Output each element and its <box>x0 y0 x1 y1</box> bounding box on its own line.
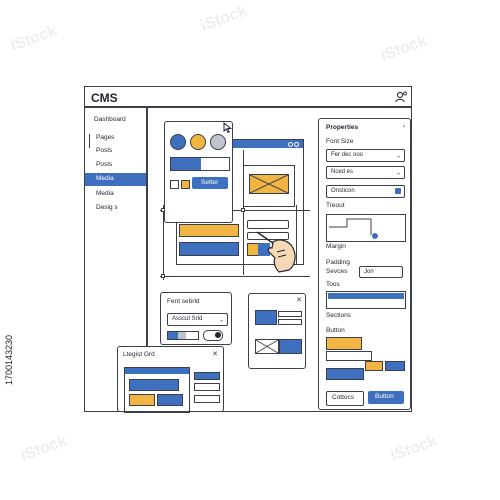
property-select-1[interactable]: Fer dec ooo ⌄ <box>326 149 405 162</box>
grid-popup: Ltegist Grd ✕ <box>117 346 224 413</box>
canvas-block-blue-2[interactable] <box>258 243 270 256</box>
color-swatch-blue[interactable] <box>170 134 186 150</box>
property-select-3[interactable]: Onsticon <box>326 185 405 198</box>
canvas-window-controls <box>288 142 300 147</box>
user-gear-icon[interactable] <box>395 90 407 103</box>
spacing-label: Sevces <box>326 268 348 275</box>
layout-node-handle[interactable] <box>371 232 379 240</box>
close-icon[interactable]: ✕ <box>212 351 218 358</box>
hand-pen-icon <box>255 228 301 274</box>
padding-label: Padding <box>326 259 350 266</box>
select-toggle-icon <box>395 188 401 194</box>
image-placeholder-card[interactable] <box>243 165 295 207</box>
grid-popup-window <box>124 367 190 413</box>
guide-line-v1 <box>163 205 164 280</box>
style-apply-label: Setter <box>201 179 219 186</box>
layout-connector <box>329 218 375 236</box>
sidebar-item-posts[interactable]: Posts <box>96 147 113 154</box>
font-popup: Fent sebrld Asscut Srld ⌄ <box>160 292 232 345</box>
property-select-2[interactable]: Nced es ⌄ <box>326 166 405 179</box>
sidebar-item-posts-2[interactable]: Posts <box>96 161 113 168</box>
layout-diagram[interactable] <box>326 214 406 242</box>
style-bar[interactable] <box>170 157 230 171</box>
cursor-arrow-icon <box>223 120 233 134</box>
style-apply-button[interactable]: Setter <box>192 177 228 189</box>
properties-title: Properties <box>326 124 359 131</box>
section-block-yellow[interactable] <box>326 337 362 350</box>
margin-label: Margin <box>326 243 346 250</box>
canvas-block-yellow-1[interactable] <box>179 224 239 237</box>
card-preview-line <box>278 311 302 317</box>
color-swatch-gray[interactable] <box>210 134 226 150</box>
sidebar-item-media[interactable]: Media <box>96 190 114 197</box>
canvas-titlebar <box>177 140 303 148</box>
property-select-2-value: Nced es <box>331 169 354 175</box>
tools-label: Toos <box>326 281 340 288</box>
sidebar-divider <box>146 106 148 412</box>
property-select-3-value: Onsticon <box>331 188 355 194</box>
canvas-block-input-1[interactable] <box>247 220 289 229</box>
header-divider <box>84 106 412 108</box>
close-icon[interactable]: ✕ <box>296 297 302 304</box>
spacing-input-value: Jon <box>364 269 374 275</box>
sections-label: Sections <box>326 312 351 319</box>
card-preview-image <box>255 310 277 325</box>
guide-line-v3 <box>296 205 297 265</box>
guide-line-h1 <box>160 210 310 211</box>
image-icon <box>249 174 289 194</box>
watermark-id: 1700143230 <box>4 334 14 385</box>
sidebar-item-media-active[interactable]: Media <box>85 173 146 186</box>
color-swatch-yellow[interactable] <box>190 134 206 150</box>
style-panel: Setter <box>164 121 233 223</box>
property-select-1-value: Fer dec ooo <box>331 152 364 158</box>
grid-popup-row[interactable] <box>194 395 220 403</box>
app-title: CMS <box>91 91 118 105</box>
chevron-down-icon: ⌄ <box>395 170 401 176</box>
grid-popup-row[interactable] <box>194 383 220 391</box>
selection-handle[interactable] <box>161 274 165 278</box>
chevron-right-icon[interactable]: › <box>402 123 405 130</box>
sidebar-item-pages[interactable]: Pages <box>96 134 115 141</box>
selection-handle[interactable] <box>241 208 245 212</box>
sidebar-item-dashboard[interactable]: Dashboard <box>94 116 126 123</box>
grid-popup-title: Ltegist Grd <box>123 351 155 358</box>
section-block-blue[interactable] <box>326 368 364 380</box>
primary-button-label: Button <box>375 393 394 400</box>
cancel-button-label: Cottocs <box>332 394 355 401</box>
font-select[interactable]: Asscut Srld ⌄ <box>167 313 228 326</box>
guide-line-v2 <box>243 150 244 275</box>
section-block-mini-blue[interactable] <box>385 361 405 371</box>
card-preview-line <box>278 319 302 325</box>
sidebar-item-label: Media <box>96 175 114 182</box>
spacing-input[interactable]: Jon <box>359 266 403 278</box>
button-label: Button <box>326 327 345 334</box>
font-popup-title: Fent sebrld <box>167 298 200 305</box>
card-preview-block <box>255 339 279 354</box>
canvas-block-blue-1[interactable] <box>179 242 239 256</box>
swatch-small-yellow[interactable] <box>181 180 190 189</box>
font-color-bar[interactable] <box>167 331 199 340</box>
font-size-label: Font Size <box>326 138 354 145</box>
section-block-outline[interactable] <box>326 351 372 361</box>
checkbox-option[interactable] <box>170 180 179 189</box>
chevron-down-icon: ⌄ <box>395 153 401 159</box>
primary-button[interactable]: Button <box>368 391 404 404</box>
guide-line-h2 <box>160 276 310 277</box>
layout-label: Treout <box>326 202 345 209</box>
card-preview-block-blue <box>279 339 302 354</box>
grid-popup-bar-blue[interactable] <box>194 372 220 380</box>
properties-panel: Properties › Font Size Fer dec ooo ⌄ Nce… <box>318 118 411 410</box>
font-toggle[interactable] <box>203 330 223 341</box>
tools-bar[interactable] <box>326 291 406 309</box>
selection-handle[interactable] <box>161 208 165 212</box>
chevron-down-icon: ⌄ <box>218 317 224 323</box>
card-preview: ✕ <box>248 293 306 369</box>
cancel-button[interactable]: Cottocs <box>326 391 364 406</box>
sidebar-tree-line <box>89 134 90 148</box>
section-block-mini-yellow[interactable] <box>365 361 383 371</box>
sidebar-item-design[interactable]: Desig s <box>96 204 118 211</box>
font-select-value: Asscut Srld <box>172 316 203 322</box>
